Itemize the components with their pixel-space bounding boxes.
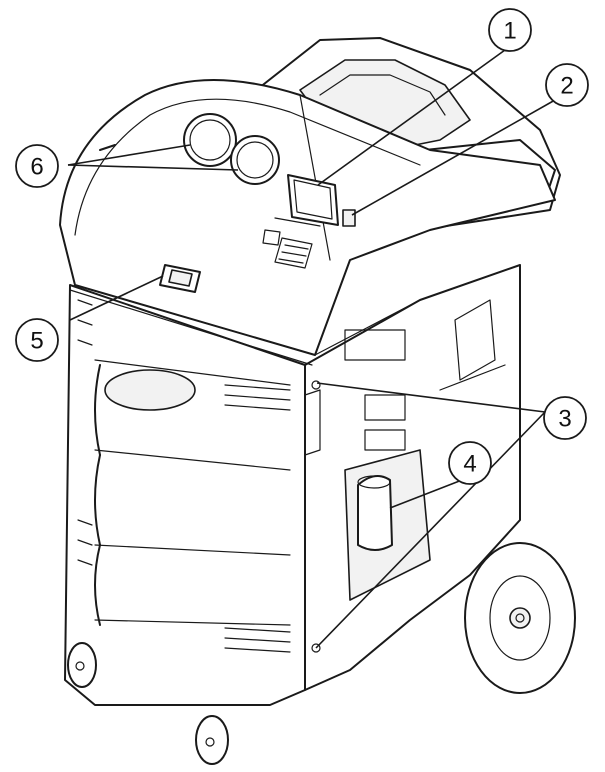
display-screen: [287, 174, 339, 226]
callout-1-label: 1: [503, 18, 516, 45]
printer: [159, 264, 201, 293]
callout-5-label: 5: [30, 328, 43, 355]
gauge-pair: [183, 113, 280, 185]
front-caster-right: [195, 715, 229, 765]
callout-4-label: 4: [463, 451, 476, 478]
callout-6: 6: [15, 144, 59, 188]
leader-lines: [67, 49, 556, 649]
callout-5: 5: [15, 318, 59, 362]
callout-3: 3: [543, 396, 587, 440]
filter-bottle: [357, 475, 393, 551]
callout-1: 1: [488, 8, 532, 52]
callout-6-label: 6: [30, 154, 43, 181]
front-caster-left: [67, 642, 97, 688]
keypad: [262, 217, 321, 269]
cabinet-body: [64, 264, 521, 706]
callout-2-label: 2: [560, 73, 573, 100]
hose-hook: [99, 144, 116, 151]
callout-4: 4: [448, 441, 492, 485]
power-switch: [342, 209, 356, 227]
callout-2: 2: [545, 63, 589, 107]
rear-wheel: [464, 542, 576, 694]
callout-3-label: 3: [558, 406, 571, 433]
